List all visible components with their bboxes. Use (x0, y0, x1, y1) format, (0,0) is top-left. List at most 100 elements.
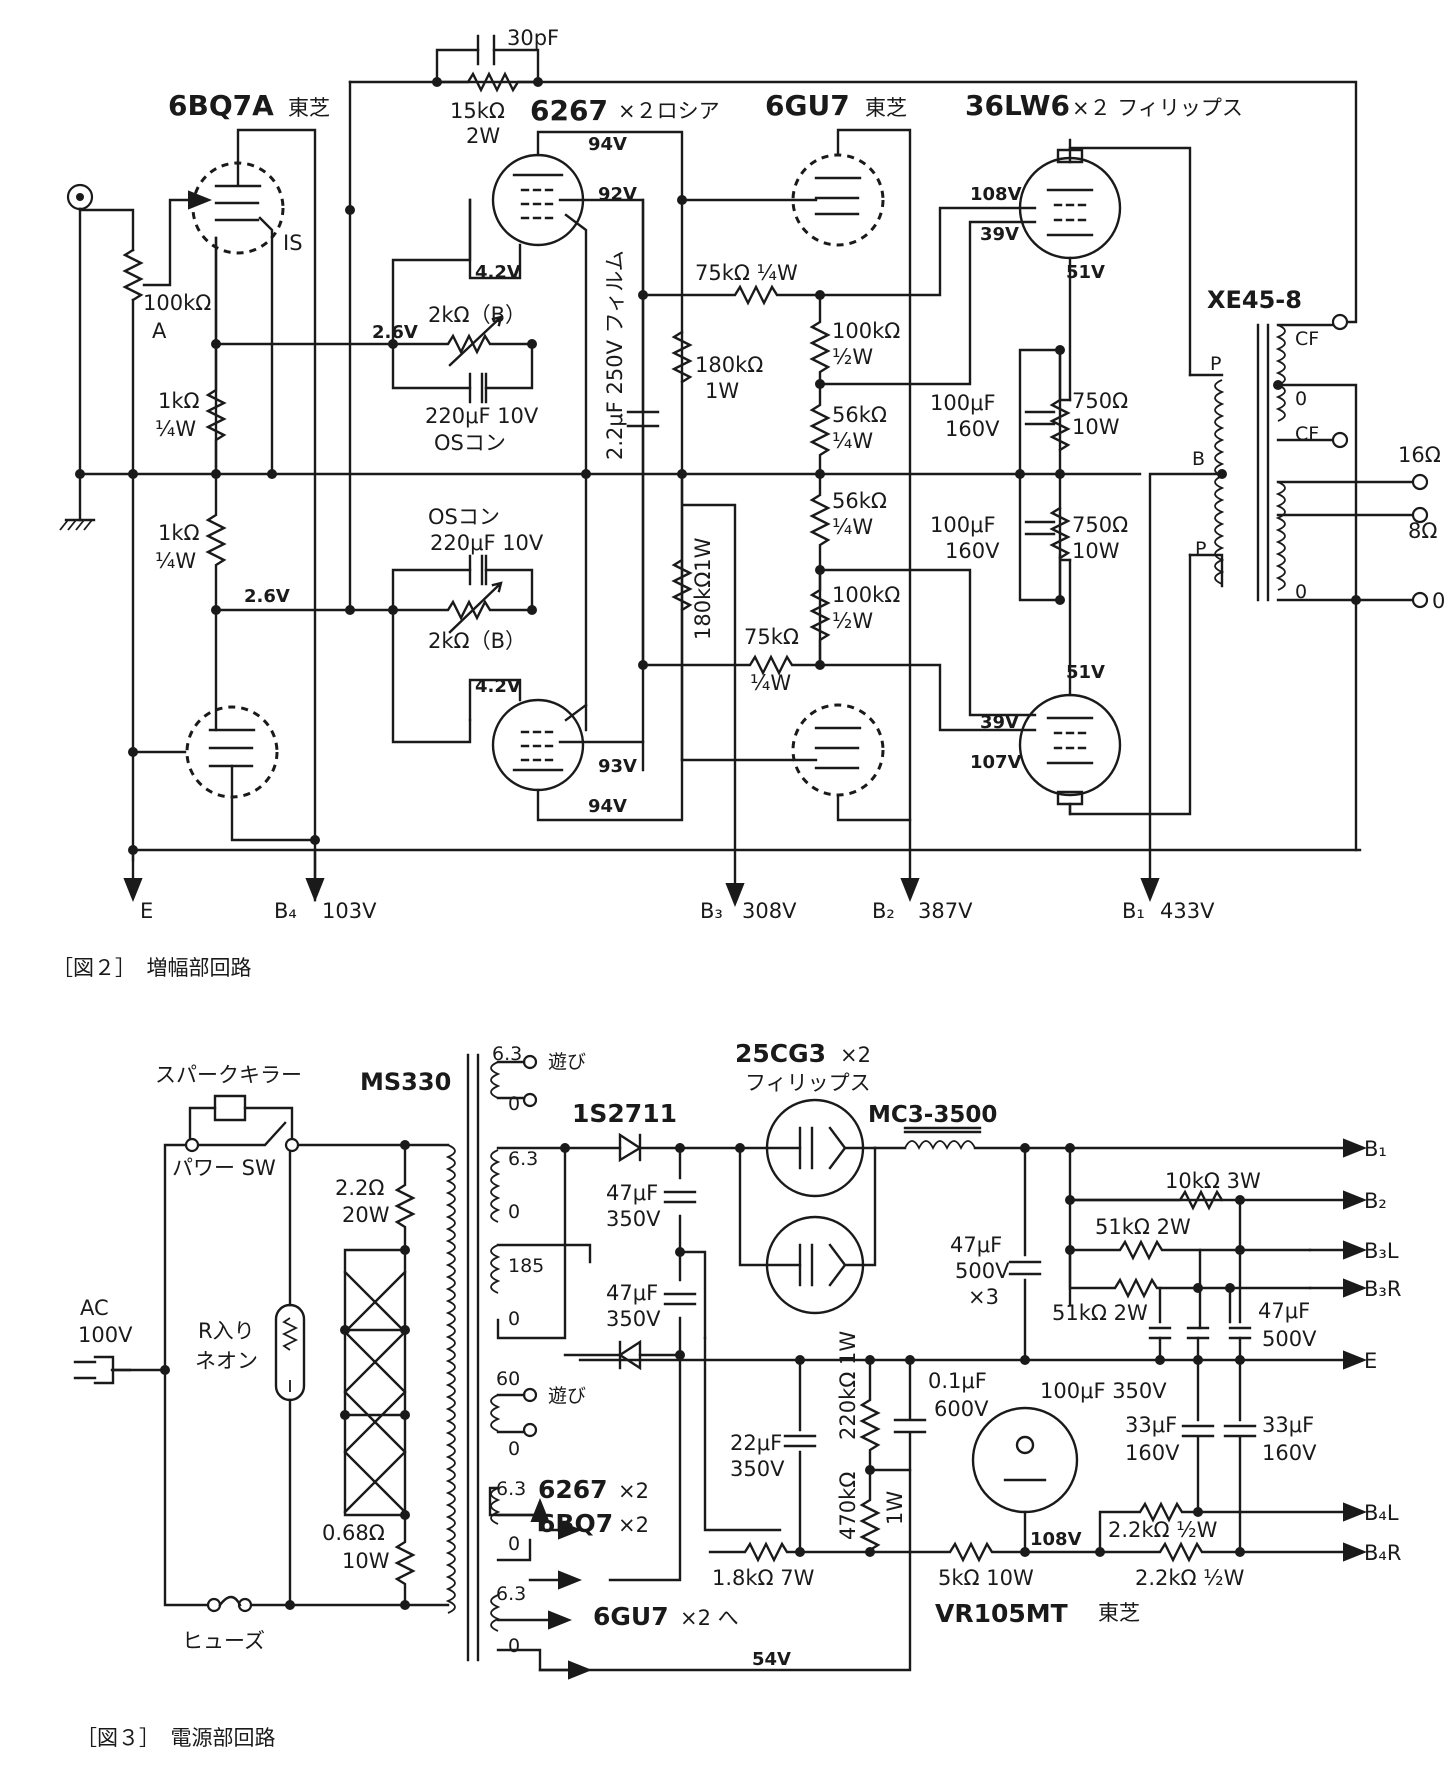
bias-outputs (1098, 1358, 1367, 1563)
r56k-b-value: 56kΩ (832, 489, 887, 513)
power-sw-label: パワー SW (172, 1156, 276, 1180)
tap-t2d: 0 (508, 1308, 520, 1330)
tap-t5a: 6.3 (496, 1583, 526, 1605)
pt-label: MS330 (360, 1068, 451, 1096)
tap-t4a: 6.3 (496, 1478, 526, 1500)
to-6bq7-label: 6BQ7 (538, 1509, 613, 1538)
out-0-label: 0 (1432, 589, 1445, 613)
tube-25cg3-upper (738, 1098, 877, 1198)
ot-cf1: CF (1295, 328, 1319, 350)
r22-watt: 20W (342, 1203, 390, 1227)
c47-500b-volt: 500V (1262, 1327, 1317, 1351)
tube-36lw6-label: 36LW6 (965, 89, 1070, 122)
choke-mc3-3500 (873, 1126, 1355, 1148)
tube-36lw6-upper (1018, 138, 1192, 402)
ac-plug[interactable] (73, 1355, 132, 1385)
mains-wiring (110, 1094, 450, 1607)
tube-6gu7-lower (680, 703, 912, 822)
v94b-label: 94V (588, 796, 627, 817)
input-jack[interactable] (66, 183, 94, 211)
r750a-value: 750Ω (1072, 389, 1128, 413)
tap-t1a: 6.3 (492, 1043, 522, 1065)
cathode-bypass (1018, 348, 1072, 602)
r100k-b-value: 100kΩ (832, 583, 900, 607)
r180k-b-label: 180kΩ1W (691, 537, 715, 640)
output-8-terminal[interactable] (1411, 506, 1429, 524)
resistor-180k-lower (671, 472, 735, 895)
r100k-b-watt: ½W (832, 609, 873, 633)
c22-volt: 350V (730, 1457, 785, 1481)
tube-6gu7-upper (680, 128, 920, 902)
fig3-junction-dots (160, 1140, 1245, 1610)
c33b-value: 33μF (1262, 1413, 1314, 1437)
ac-voltage: 100V (78, 1323, 133, 1347)
v54-label: 54V (752, 1649, 791, 1670)
r75k-b-watt: ¼W (750, 671, 791, 695)
neon-label-2: ネオン (195, 1349, 258, 1373)
fig2-caption: ［図２］ 増幅部回路 (52, 956, 252, 980)
v42b-label: 4.2V (475, 676, 521, 697)
output-0-terminal[interactable] (1411, 591, 1429, 609)
output-transformer (1140, 323, 1422, 902)
ot-zero1: 0 (1295, 388, 1307, 410)
ot-p2: P (1195, 538, 1206, 560)
spark-killer-label: スパークキラー (155, 1063, 302, 1087)
tap-t2a: 6.3 (508, 1148, 538, 1170)
ot-b: B (1192, 448, 1205, 470)
vr-taper: A (152, 319, 167, 343)
c47b-value: 47μF (606, 1281, 658, 1305)
is-label: IS (283, 231, 303, 255)
r10k-label: 10kΩ 3W (1165, 1169, 1261, 1193)
resistor-75k-lower (641, 568, 1037, 732)
film-cap (626, 198, 660, 667)
vr105-maker: 東芝 (1098, 1601, 1140, 1625)
bplus-distribution (578, 1146, 1355, 1370)
out-e: E (1364, 1349, 1377, 1373)
r1k-a-watt: ¼W (155, 417, 196, 441)
tap-t1b: 遊び (548, 1051, 586, 1073)
cap-os-a-value: 220μF 10V (425, 404, 539, 428)
r51k-a-label: 51kΩ 2W (1095, 1215, 1191, 1239)
vr2b-label: 2kΩ（B） (428, 629, 526, 653)
cap-os-b-type: OSコン (428, 505, 500, 529)
c01-volt: 600V (934, 1397, 989, 1421)
junction-dots (75, 77, 1361, 855)
divider-ladder (809, 220, 1037, 717)
r180k-a-value: 180kΩ (695, 353, 763, 377)
ac-label: AC (80, 1296, 109, 1320)
r22k-b-label: 2.2kΩ ½W (1135, 1566, 1245, 1590)
choke-label: MC3-3500 (868, 1102, 997, 1128)
cap-os-b-value: 220μF 10V (430, 531, 544, 555)
volume-pot[interactable] (78, 190, 212, 476)
output-16-terminal[interactable] (1411, 473, 1429, 491)
fuse-symbol (218, 1595, 242, 1607)
out-b2: B₂ (1364, 1189, 1387, 1213)
neon-lamp (274, 1303, 306, 1402)
v26a-label: 2.6V (372, 322, 418, 343)
r100k-a-watt: ½W (832, 345, 873, 369)
c33a-value: 33μF (1125, 1413, 1177, 1437)
cap-os-a-type: OSコン (434, 431, 506, 455)
diode-label: 1S2711 (572, 1099, 677, 1128)
c47-500b-value: 47μF (1258, 1299, 1310, 1323)
tube-6267-label: 6267 (530, 94, 608, 127)
ot-label: XE45-8 (1207, 286, 1302, 314)
rail-b2: B₂ (872, 899, 895, 923)
rail-b2-voltage: 387V (918, 899, 973, 923)
c01-value: 0.1μF (928, 1369, 987, 1393)
vr-value: 100kΩ (143, 291, 211, 315)
tap-t1c: 0 (508, 1093, 520, 1115)
tube-6267-qty: ×２ロシア (618, 99, 720, 123)
tube-6bq7a-lower (185, 608, 352, 842)
nfb-res-value: 15kΩ (450, 99, 505, 123)
tap-t4b: 0 (508, 1533, 520, 1555)
rail-b3-voltage: 308V (742, 899, 797, 923)
out-b1: B₁ (1364, 1137, 1387, 1161)
resistor-1k-upper (205, 342, 227, 476)
c47-500-value: 47μF (950, 1233, 1002, 1257)
tube-6bq7a-label: 6BQ7A (168, 89, 274, 122)
r75k-b-value: 75kΩ (744, 625, 799, 649)
c33b-volt: 160V (1262, 1441, 1317, 1465)
v26b-label: 2.6V (244, 586, 290, 607)
rect-tube-label: 25CG3 (735, 1039, 826, 1068)
